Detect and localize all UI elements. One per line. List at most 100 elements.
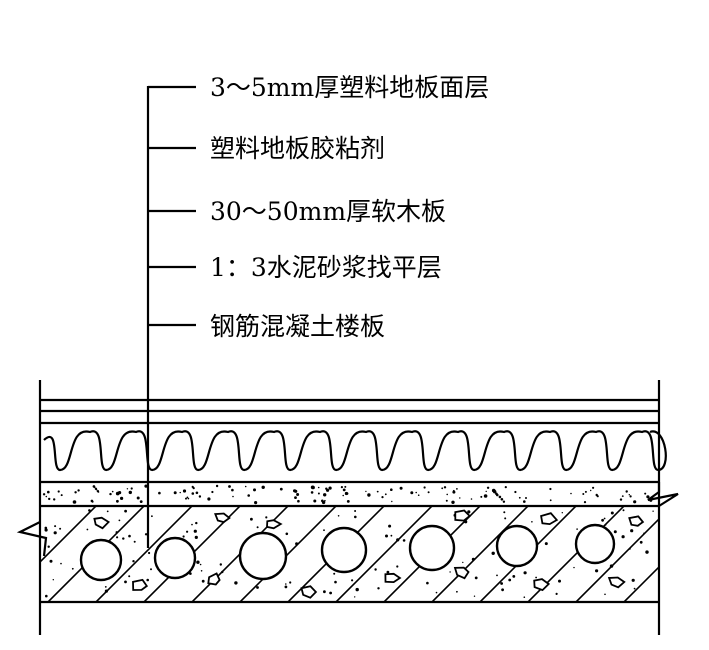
slab-dot <box>265 516 268 519</box>
mortar-dot <box>582 493 585 495</box>
slab-dot <box>631 578 635 582</box>
slab-dot <box>334 580 337 584</box>
aggregate-stone <box>384 572 402 584</box>
slab-dot <box>523 596 526 598</box>
mortar-dot <box>111 490 114 493</box>
slab-dot <box>106 510 109 513</box>
slab-dot <box>333 572 336 575</box>
rebar-circle <box>408 524 456 572</box>
rebar-circle <box>153 536 197 580</box>
mortar-dot <box>621 495 624 497</box>
mortar-dot <box>136 496 140 500</box>
mortar-dot <box>367 493 371 497</box>
slab-dot <box>150 568 152 571</box>
slab-dot <box>86 528 89 531</box>
mortar-dot <box>496 493 499 497</box>
mortar-dot <box>261 485 265 489</box>
slab-dot <box>512 575 516 578</box>
mortar-dot <box>297 499 300 503</box>
slab-dot <box>603 517 606 520</box>
slab-dot <box>186 530 189 533</box>
mortar-dot <box>42 493 46 496</box>
label-plastic-floor-adhesive: 塑料地板胶粘剂 <box>210 134 385 163</box>
mortar-dot <box>60 494 63 497</box>
slab-dot <box>196 560 200 564</box>
mortar-dot <box>191 492 195 495</box>
hatch-line <box>239 506 337 602</box>
mortar-dot <box>118 491 122 495</box>
slab-dot <box>250 517 253 521</box>
mortar-dot <box>384 493 387 496</box>
mortar-dot <box>584 490 587 493</box>
slab-dot <box>576 528 578 530</box>
slab-dot <box>256 586 259 589</box>
slab-dot <box>124 580 127 584</box>
mortar-dot <box>500 498 504 501</box>
aggregate-stone <box>628 515 645 527</box>
break-marks <box>16 482 679 557</box>
slab-dot <box>374 568 377 571</box>
aggregate-stone <box>540 512 559 526</box>
aggregate-stone <box>300 585 318 599</box>
slab-dot <box>146 578 149 582</box>
label-softwood-board: 30～50mm厚软木板 <box>210 197 446 226</box>
slab-dot <box>88 509 91 512</box>
slab-dot <box>128 575 131 578</box>
mortar-dot <box>195 491 199 495</box>
slab-dot <box>610 511 614 515</box>
slab-dot <box>601 518 604 522</box>
slab-dot <box>474 576 478 580</box>
slab-dot <box>199 563 202 566</box>
layer-labels: 3～5mm厚塑料地板面层 塑料地板胶粘剂 30～50mm厚软木板 1：3水泥砂浆… <box>210 73 489 341</box>
rebar-circle <box>79 538 123 582</box>
mortar-dot <box>324 499 326 502</box>
slab-dot <box>633 587 636 590</box>
slab-dot <box>329 591 332 595</box>
mortar-dot <box>498 495 502 499</box>
slab-dot <box>622 509 625 512</box>
slab-dot <box>396 538 400 542</box>
mortar-dot <box>116 499 119 503</box>
slab-dot <box>234 581 238 585</box>
mortar-dot <box>74 491 77 494</box>
hatch-line <box>40 506 97 564</box>
mortar-dot <box>323 493 327 497</box>
mortar-dot <box>72 500 77 504</box>
mortar-dot <box>326 488 330 492</box>
slab-dot <box>59 527 62 530</box>
mortar-dot <box>97 491 100 493</box>
mortar-dot <box>443 486 447 489</box>
mortar-dot <box>128 490 132 495</box>
mortar-dot <box>244 485 247 488</box>
slab-dot <box>151 515 153 518</box>
mortar-dot <box>441 487 444 490</box>
slab-dot <box>508 578 512 582</box>
mortar-dot <box>228 485 231 488</box>
mortar-dot <box>427 491 430 494</box>
section-boundaries <box>38 380 661 635</box>
mortar-dot <box>310 485 315 490</box>
slab-dot <box>200 570 203 572</box>
right-break-mark <box>647 482 679 507</box>
aggregate-stone <box>454 509 472 522</box>
mortar-dot <box>53 498 56 501</box>
mortar-dot <box>410 491 414 495</box>
slab-dot <box>118 519 121 522</box>
hatch-line <box>672 506 709 602</box>
slab-dot <box>595 569 599 573</box>
slab-dot <box>473 595 476 597</box>
mortar-dot <box>77 489 80 492</box>
aggregate-stone <box>207 572 221 586</box>
mortar-dot <box>144 484 148 488</box>
mortar-dot <box>344 485 347 488</box>
slab-dot <box>132 560 135 563</box>
slab-dot <box>323 590 326 594</box>
mortar-dot <box>340 486 343 489</box>
slab-dot <box>104 586 107 588</box>
slab-dot <box>128 534 131 538</box>
cement-mortar-layer <box>42 484 653 505</box>
slab-dot <box>491 551 495 555</box>
mortar-dot <box>619 498 623 501</box>
mortar-dot <box>215 484 219 488</box>
mortar-dot <box>321 500 326 505</box>
